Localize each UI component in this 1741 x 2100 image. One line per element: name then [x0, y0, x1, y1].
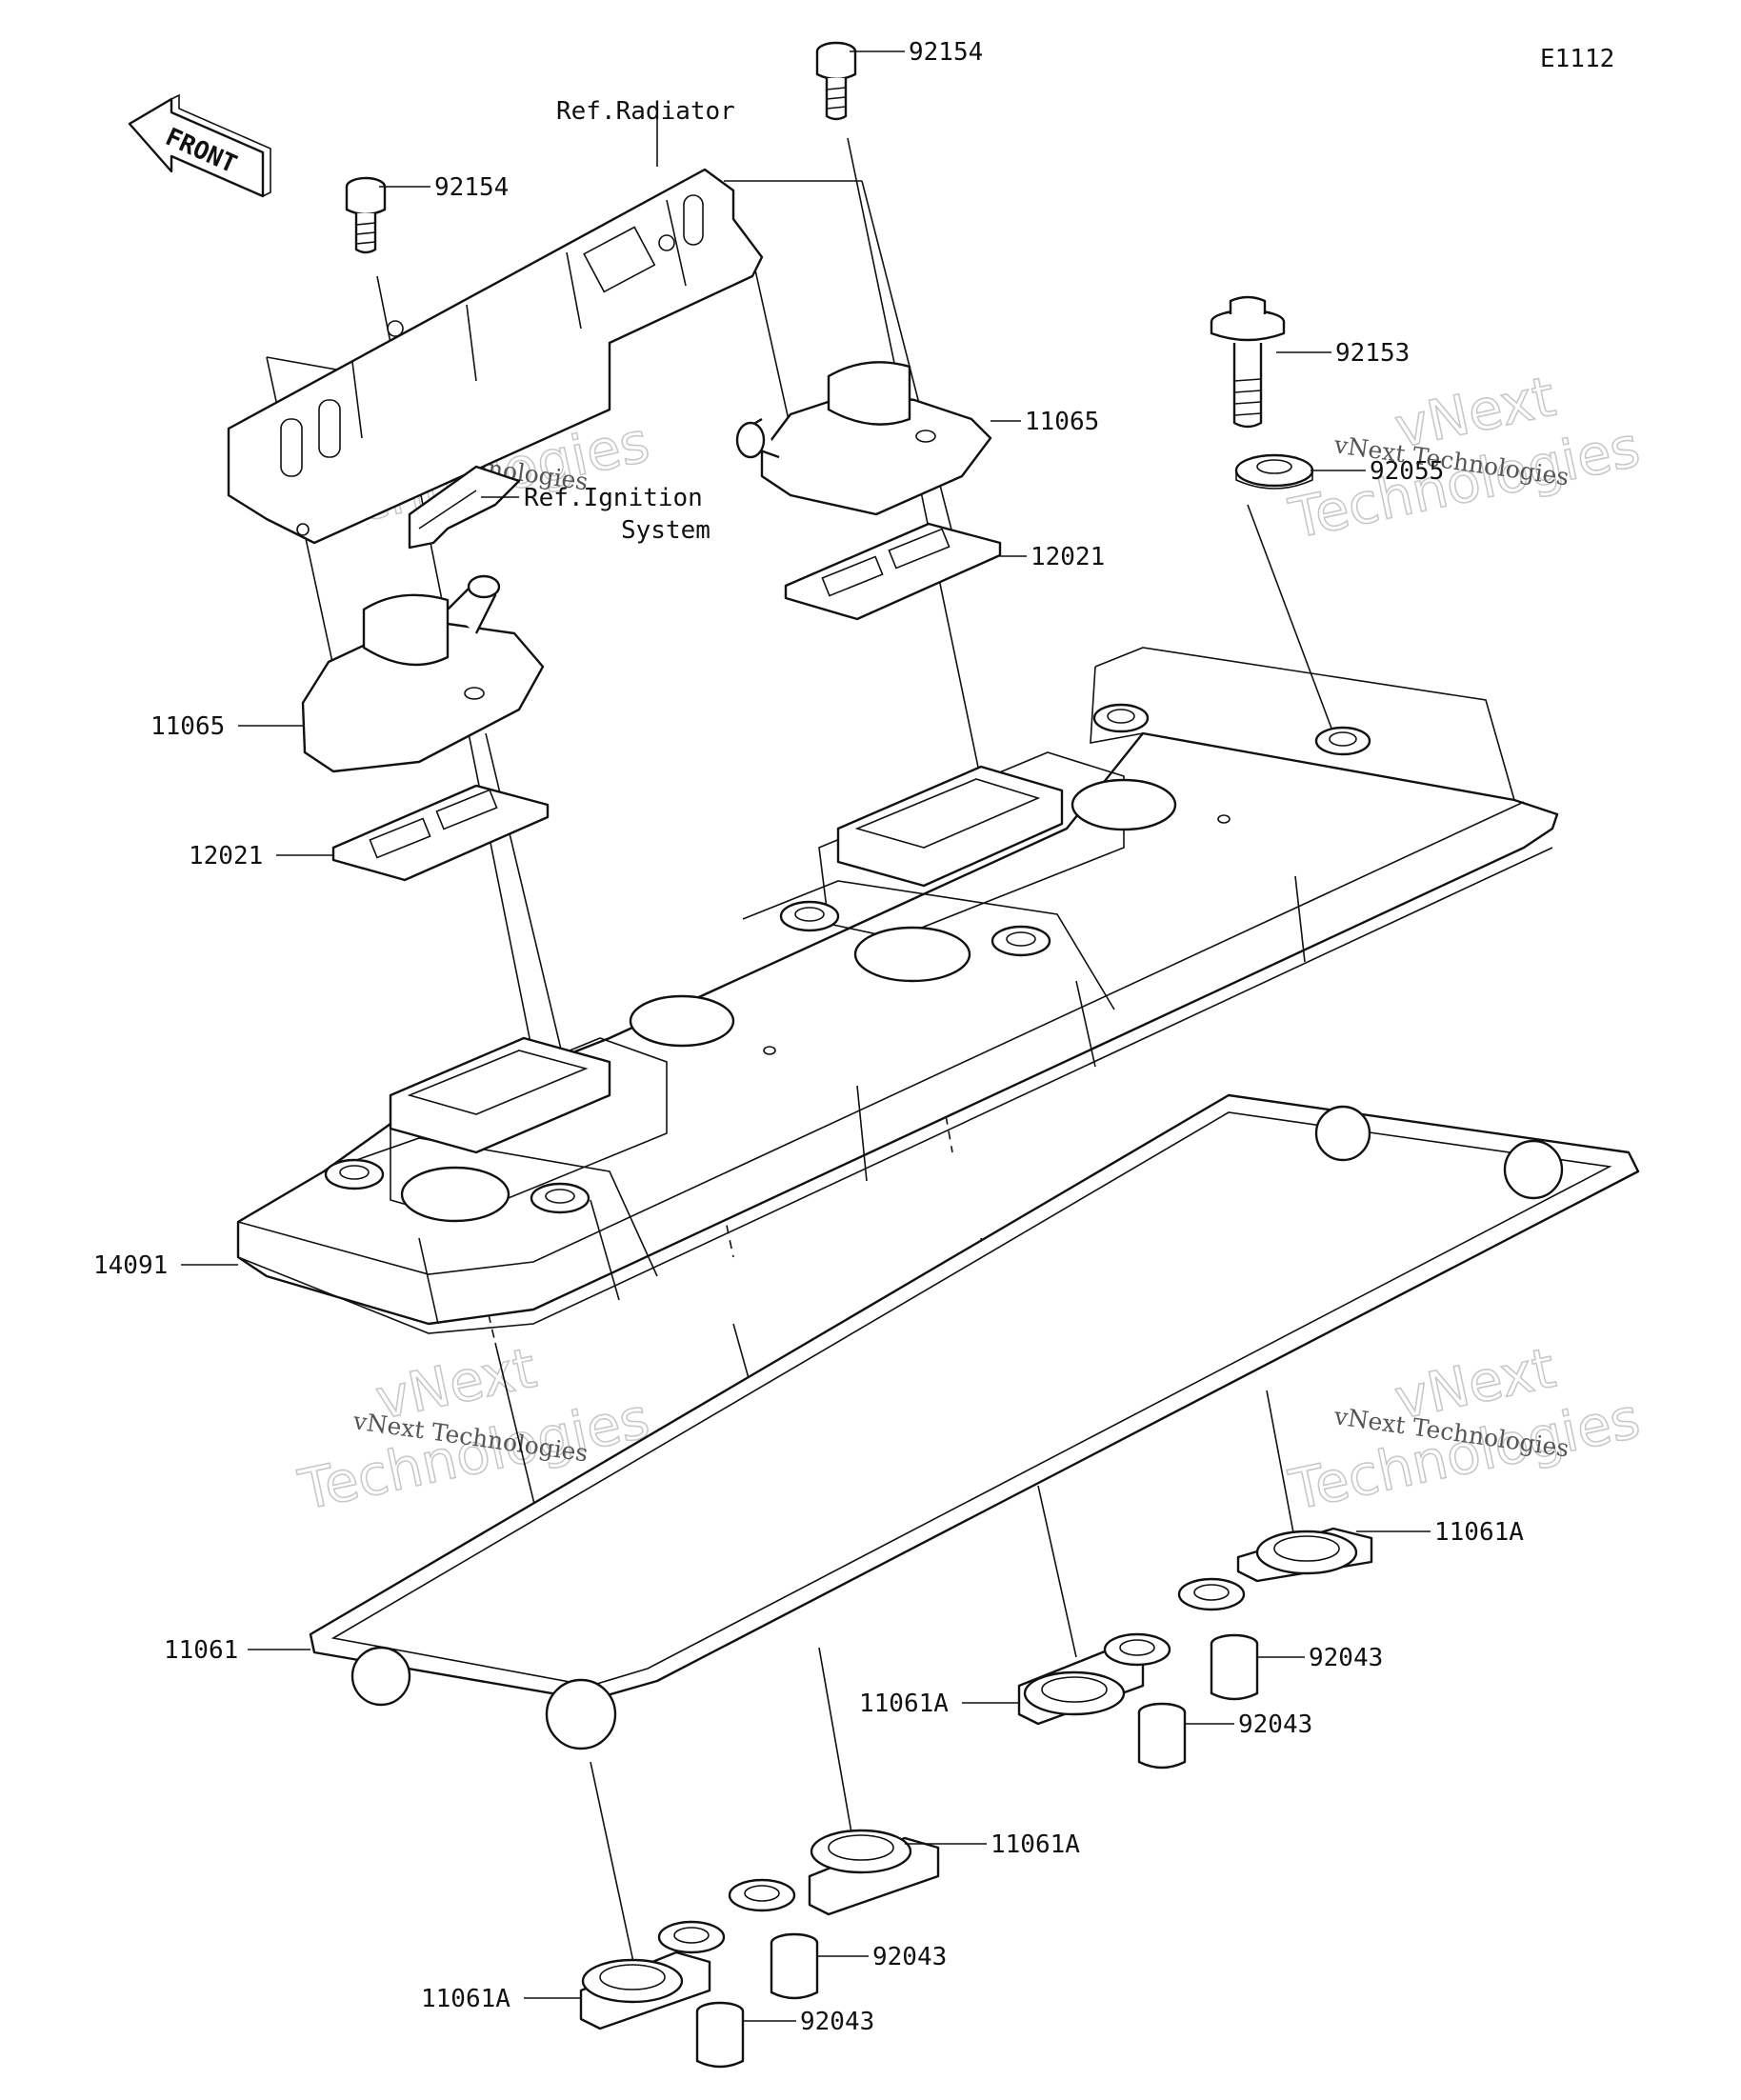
- callout-leaders: [181, 50, 1431, 2022]
- watermark-top-right: vNext Technologies vNext Technologies: [1283, 363, 1646, 552]
- callout-11065-right: 11065: [1025, 408, 1099, 436]
- callout-11061A-c: 11061A: [991, 1830, 1080, 1859]
- callout-11061A-d: 11061A: [421, 1985, 510, 2013]
- bolt-92154-left: [345, 176, 387, 254]
- washer-92055: [1234, 453, 1314, 490]
- plug-gasket-11061A-a: [1177, 1527, 1373, 1611]
- callout-11065-left: 11065: [150, 712, 225, 741]
- bolt-92154-top: [815, 41, 857, 121]
- plug-gasket-11061A-c: [728, 1829, 940, 1916]
- ref-ignition-label: Ref.Ignition: [524, 484, 703, 512]
- callout-labels: 92154 92154 92153 92055 11065 11065 1202…: [93, 38, 1524, 2036]
- callout-11061A-a: 11061A: [1434, 1518, 1524, 1547]
- callout-11061A-b: 11061A: [859, 1690, 949, 1718]
- callout-12021-right: 12021: [1031, 543, 1105, 571]
- ref-radiator-label: Ref.Radiator: [556, 97, 735, 126]
- diagram-code: E1112: [1540, 45, 1614, 73]
- callout-12021-left: 12021: [189, 842, 263, 870]
- callout-92043-a: 92043: [1309, 1644, 1383, 1672]
- callout-92154-left: 92154: [434, 173, 509, 202]
- radiator-bracket: [227, 168, 764, 545]
- ignition-bracket: [408, 465, 521, 550]
- watermark-mid-right: vNext Technologies vNext Technologies: [1283, 1334, 1646, 1524]
- cover-gasket-11061: [309, 1093, 1640, 1750]
- breather-cover-11065-left: [301, 574, 545, 773]
- breather-cover-11065-right: [735, 361, 992, 516]
- callout-14091: 14091: [93, 1251, 168, 1280]
- callout-11061: 11061: [164, 1636, 238, 1665]
- callout-92043-c: 92043: [872, 1943, 947, 1971]
- plug-gasket-11061A-d: [579, 1920, 726, 2030]
- reed-plate-12021-left: [331, 784, 550, 882]
- dowel-pin-92043-d: [695, 2001, 745, 2069]
- dowel-pin-92043-a: [1210, 1633, 1259, 1701]
- callout-92154-top: 92154: [909, 38, 983, 67]
- callout-92153: 92153: [1335, 339, 1410, 368]
- bolt-92153: [1210, 295, 1286, 429]
- dowel-pin-92043-b: [1137, 1702, 1187, 1770]
- plug-gasket-11061A-b: [1017, 1632, 1171, 1726]
- front-arrow-icon: FRONT: [128, 93, 271, 198]
- cylinder-head-cover-14091: [236, 647, 1559, 1334]
- reed-plate-12021-right: [784, 522, 1002, 621]
- callout-92043-d: 92043: [800, 2008, 874, 2036]
- dowel-pin-92043-c: [770, 1932, 819, 2000]
- ref-ignition-label-line2: System: [621, 516, 710, 545]
- callout-92055: 92055: [1370, 457, 1444, 486]
- callout-92043-b: 92043: [1238, 1710, 1312, 1739]
